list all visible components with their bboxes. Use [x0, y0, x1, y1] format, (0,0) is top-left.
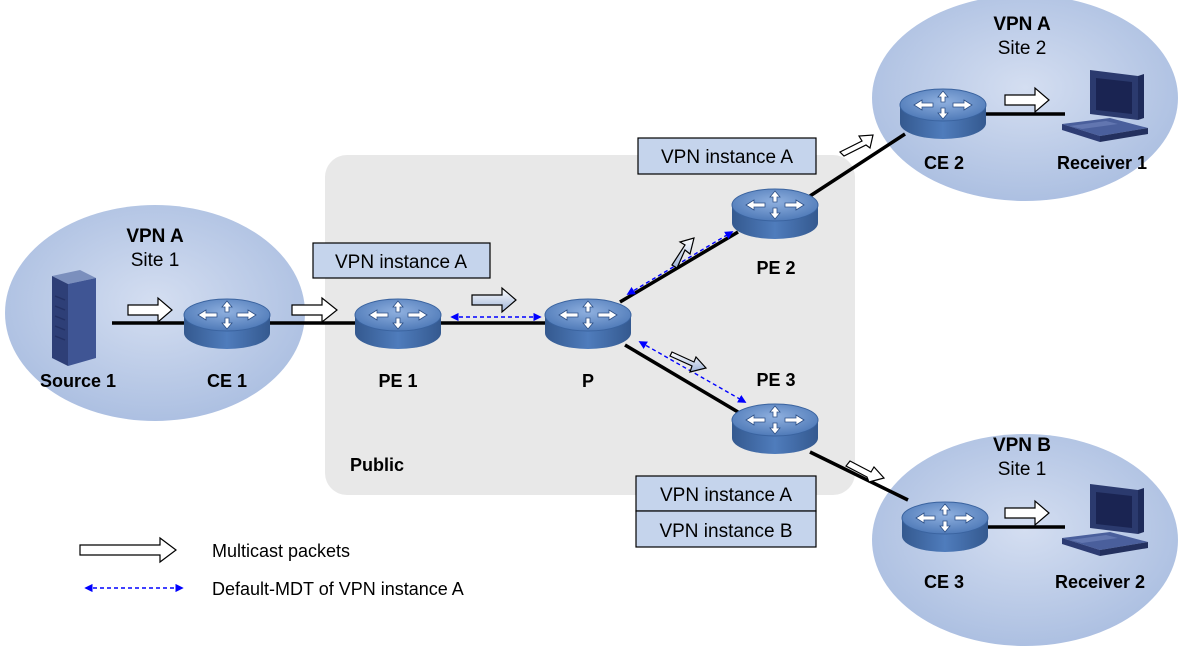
device-label-p: P	[582, 371, 594, 391]
public-label: Public	[350, 455, 404, 475]
site3-site-label: Site 1	[998, 459, 1047, 480]
device-label-receiver1: Receiver 1	[1057, 153, 1147, 173]
router-icon-p	[544, 298, 632, 350]
instance-label-pe2: VPN instance A	[661, 147, 793, 168]
mcast-arrow-4	[671, 237, 695, 269]
mcast-arrow-6	[838, 134, 874, 157]
mcast-arrow-9	[1004, 499, 1050, 527]
instance-box-pe2	[637, 137, 817, 175]
instance-box-pe3-a	[635, 475, 817, 512]
multicast-arrows	[127, 86, 1050, 527]
device-label-source1: Source 1	[40, 371, 116, 391]
instance-label-pe3-a: VPN instance A	[660, 485, 792, 506]
instance-boxes: VPN instance A VPN instance A VPN instan…	[312, 137, 817, 548]
router-icon-pe1	[354, 298, 442, 350]
mdt-p-pe2	[626, 231, 734, 295]
mdt-p-pe3	[638, 341, 747, 403]
site1-site-label: Site 1	[131, 250, 180, 271]
router-icon-ce3	[901, 501, 989, 553]
mcast-arrow-7	[845, 460, 886, 483]
instance-label-pe3-b: VPN instance B	[659, 521, 792, 542]
router-icon-pe2	[731, 188, 819, 240]
site3-vpn-label: VPN B	[993, 435, 1051, 456]
device-label-ce3: CE 3	[924, 572, 964, 592]
server-icon	[51, 269, 97, 367]
device-label-pe3: PE 3	[756, 370, 795, 390]
mcast-arrow-5	[669, 351, 708, 373]
instance-label-pe1: VPN instance A	[335, 252, 467, 273]
device-label-pe2: PE 2	[756, 258, 795, 278]
router-icon-ce1	[183, 298, 271, 350]
mdt-lines	[450, 231, 747, 403]
device-label-ce1: CE 1	[207, 371, 247, 391]
router-icon-pe3	[731, 403, 819, 455]
mcast-arrow-8	[1004, 86, 1050, 114]
mcast-arrow-3	[471, 286, 517, 314]
router-icon-ce2	[899, 88, 987, 140]
device-label-receiver2: Receiver 2	[1055, 572, 1145, 592]
instance-box-pe1	[312, 242, 491, 279]
site2-vpn-label: VPN A	[993, 14, 1051, 35]
legend-multicast-label: Multicast packets	[212, 541, 350, 561]
link-pe3-ce3	[809, 450, 909, 502]
device-label-pe1: PE 1	[378, 371, 417, 391]
mcast-arrow-2	[291, 296, 338, 324]
instance-box-pe3-b	[635, 510, 817, 548]
site2-site-label: Site 2	[998, 38, 1047, 59]
legend-multicast-arrow	[79, 536, 177, 564]
site1-vpn-label: VPN A	[126, 226, 184, 247]
mcast-arrow-1	[127, 296, 173, 324]
legend-mdt-label: Default-MDT of VPN instance A	[212, 579, 464, 599]
link-pe2-ce2	[809, 132, 906, 198]
device-label-ce2: CE 2	[924, 153, 964, 173]
legend: Multicast packets Default-MDT of VPN ins…	[79, 536, 464, 599]
